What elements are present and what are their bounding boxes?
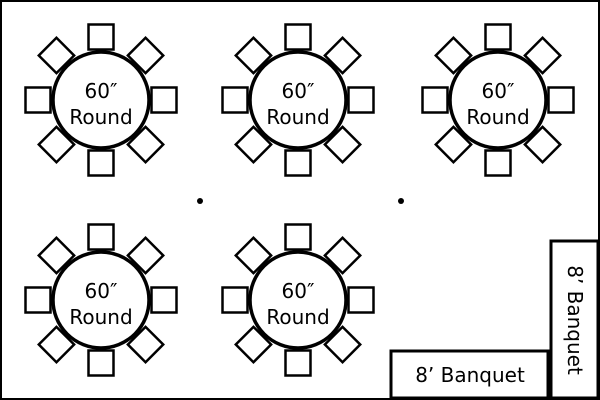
marker-dot — [197, 198, 203, 204]
chair — [87, 149, 115, 177]
chair — [126, 125, 165, 164]
chair — [323, 36, 362, 75]
chair — [37, 36, 76, 75]
round-table: 60″Round — [221, 223, 375, 377]
chair — [323, 125, 362, 164]
chair — [150, 86, 178, 114]
chair — [284, 149, 312, 177]
chair — [434, 36, 473, 75]
chair — [87, 23, 115, 51]
table-top — [51, 250, 151, 350]
banquet-label: 8’ Banquet — [563, 265, 587, 375]
chair — [87, 223, 115, 251]
chair — [126, 236, 165, 275]
chair — [221, 286, 249, 314]
chair — [234, 125, 273, 164]
chair — [234, 325, 273, 364]
table-size-label: 60″ — [85, 79, 118, 103]
table-size-label: 60″ — [482, 79, 515, 103]
chair — [523, 36, 562, 75]
chair — [547, 86, 575, 114]
banquet-table-vertical: 8’ Banquet — [549, 239, 600, 400]
chair — [126, 36, 165, 75]
chair — [347, 286, 375, 314]
chair — [87, 349, 115, 377]
chair — [347, 86, 375, 114]
table-shape-label: Round — [466, 105, 529, 129]
table-size-label: 60″ — [85, 279, 118, 303]
chair — [234, 36, 273, 75]
chair — [434, 125, 473, 164]
table-top — [51, 50, 151, 150]
round-table: 60″Round — [24, 223, 178, 377]
table-shape-label: Round — [266, 305, 329, 329]
table-shape-label: Round — [266, 105, 329, 129]
round-table: 60″Round — [421, 23, 575, 177]
chair — [37, 236, 76, 275]
table-shape-label: Round — [69, 305, 132, 329]
chair — [221, 86, 249, 114]
chair — [421, 86, 449, 114]
chair — [150, 286, 178, 314]
table-size-label: 60″ — [282, 279, 315, 303]
chair — [234, 236, 273, 275]
chair — [284, 223, 312, 251]
round-table: 60″Round — [221, 23, 375, 177]
chair — [323, 236, 362, 275]
chair — [484, 149, 512, 177]
table-top — [248, 250, 348, 350]
table-shape-label: Round — [69, 105, 132, 129]
chair — [484, 23, 512, 51]
table-top — [448, 50, 548, 150]
chair — [126, 325, 165, 364]
chair — [323, 325, 362, 364]
table-top — [248, 50, 348, 150]
chair — [24, 86, 52, 114]
round-table: 60″Round — [24, 23, 178, 177]
banquet-table-horizontal: 8’ Banquet — [389, 349, 550, 400]
banquet-label: 8’ Banquet — [415, 363, 525, 387]
chair — [284, 349, 312, 377]
marker-dot — [398, 198, 404, 204]
chair — [523, 125, 562, 164]
chair — [24, 286, 52, 314]
chair — [37, 125, 76, 164]
table-size-label: 60″ — [282, 79, 315, 103]
chair — [37, 325, 76, 364]
chair — [284, 23, 312, 51]
